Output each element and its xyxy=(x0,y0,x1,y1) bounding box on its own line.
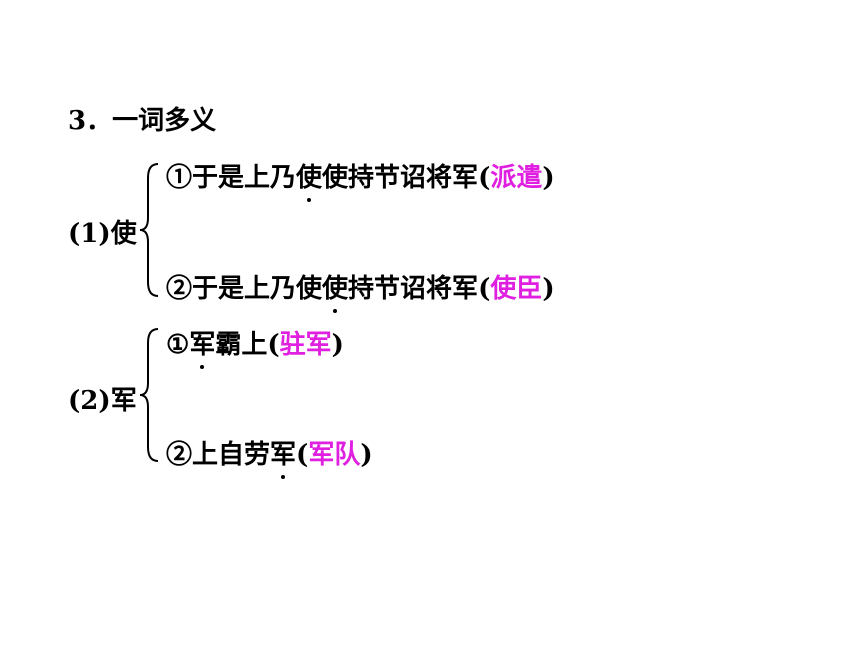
sense-text-before: 于是上乃 xyxy=(192,163,297,193)
open-paren: ( xyxy=(478,274,491,304)
answer-text: 驻军 xyxy=(279,330,332,360)
section-heading: 一词多义 xyxy=(112,106,217,136)
close-paren: ) xyxy=(331,330,344,360)
sense-1-1: ①于是上乃使使持节诏将军(派遣) xyxy=(166,157,555,202)
open-paren: ( xyxy=(478,163,491,193)
sense-text-before: 于是上乃使 xyxy=(192,274,323,304)
term-label-2: (2)军 xyxy=(68,386,137,416)
sense-marker: ② xyxy=(166,274,193,304)
close-paren: ) xyxy=(360,440,373,470)
sense-marker: ② xyxy=(166,440,193,470)
dotted-character: 军 xyxy=(189,324,215,369)
close-paren: ) xyxy=(542,163,555,193)
open-paren: ( xyxy=(296,440,309,470)
section-number: 3． xyxy=(68,106,113,136)
sense-text-after: 使持节诏将军 xyxy=(322,163,479,193)
term-label-1: (1)使 xyxy=(68,219,137,249)
sense-text-after: 霸上 xyxy=(215,330,268,360)
sense-2-2: ②上自劳军(军队) xyxy=(166,434,373,479)
answer-text: 使臣 xyxy=(490,274,543,304)
dotted-character: 军 xyxy=(270,434,296,479)
answer-text: 派遣 xyxy=(490,163,543,193)
dotted-character: 使 xyxy=(322,268,348,313)
dotted-character: 使 xyxy=(296,157,322,202)
sense-2-1: ①军霸上(驻军) xyxy=(166,324,344,369)
answer-text: 军队 xyxy=(308,440,361,470)
sense-1-2: ②于是上乃使使持节诏将军(使臣) xyxy=(166,268,555,313)
sense-marker: ① xyxy=(166,163,193,193)
sense-text-after: 持节诏将军 xyxy=(348,274,479,304)
sense-marker: ① xyxy=(166,330,190,360)
sense-text-before: 上自劳 xyxy=(192,440,271,470)
brace-1 xyxy=(138,160,162,300)
open-paren: ( xyxy=(267,330,280,360)
close-paren: ) xyxy=(542,274,555,304)
section-title: 3．一词多义 xyxy=(68,100,216,137)
brace-2 xyxy=(138,325,162,465)
